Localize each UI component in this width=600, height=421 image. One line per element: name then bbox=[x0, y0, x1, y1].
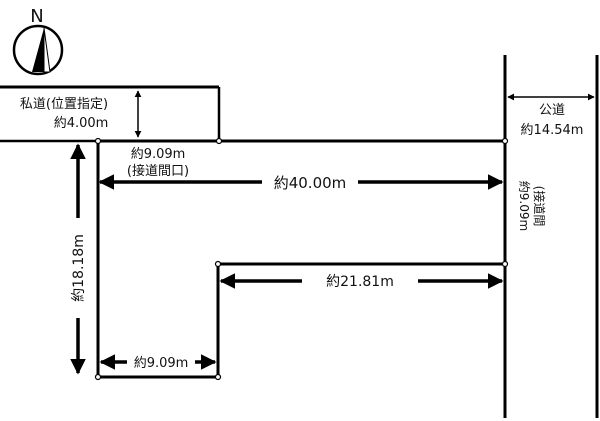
left-height-label: 約18.18m bbox=[71, 234, 87, 302]
frontage-right-caption: (接道間 bbox=[532, 186, 547, 227]
public-road-title: 公道 bbox=[539, 103, 565, 118]
frontage-top-width: 約9.09m bbox=[131, 147, 186, 162]
private-road-box bbox=[0, 85, 221, 143]
north-label: N bbox=[30, 6, 43, 27]
frontage-right-width: 約9.09m bbox=[517, 181, 532, 231]
frontage-top-caption: (接道間口) bbox=[127, 163, 189, 179]
public-road-width: 約14.54m bbox=[521, 123, 584, 138]
inner-width-label: 約21.81m bbox=[326, 274, 394, 290]
private-road-title: 私道(位置指定) bbox=[20, 97, 108, 112]
bottom-width-label: 約9.09m bbox=[134, 356, 189, 371]
lot-corner-markers bbox=[94, 137, 509, 381]
private-road-width: 約4.00m bbox=[54, 116, 109, 131]
north-arrow-icon bbox=[12, 24, 64, 76]
top-width-label: 約40.00m bbox=[274, 174, 347, 192]
